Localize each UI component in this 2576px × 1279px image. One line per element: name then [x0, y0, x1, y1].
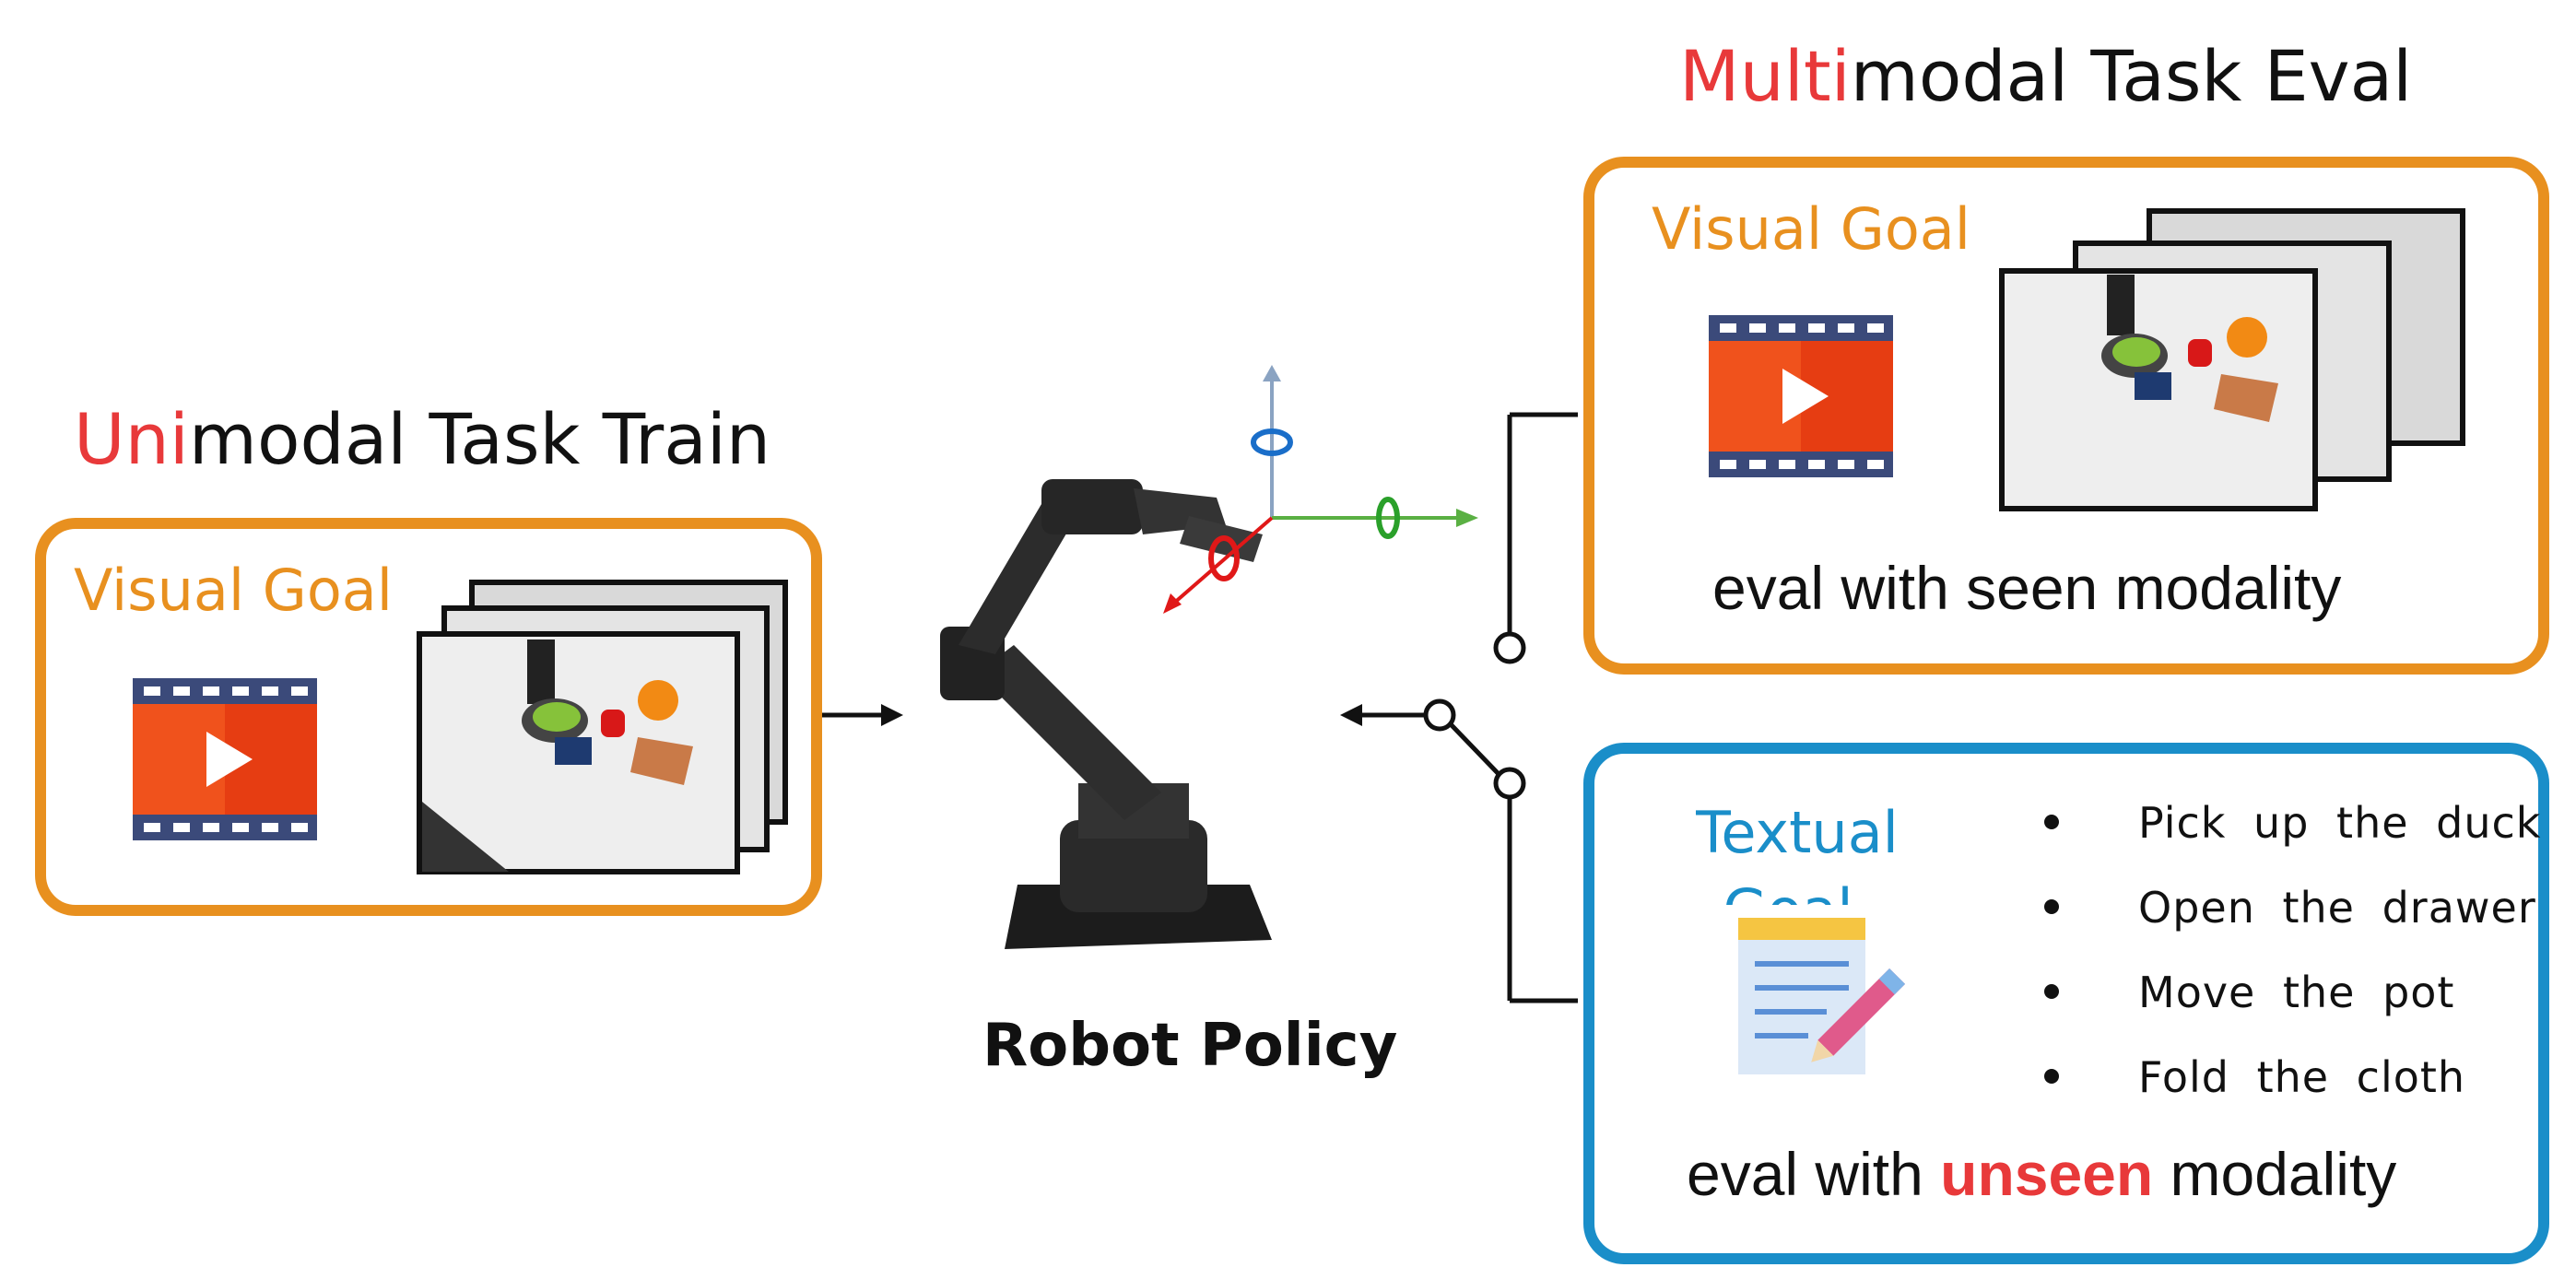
eval-title-rest: modal Task Eval [1850, 35, 2413, 117]
video-play-icon [1709, 315, 1893, 477]
eval-visual-goal-label: Visual Goal [1652, 195, 1970, 263]
task-item-1: Open the drawer [2138, 883, 2536, 933]
unseen-prefix: eval with [1687, 1140, 1941, 1208]
unseen-suffix: modality [2153, 1140, 2397, 1208]
eval-title: Multimodal Task Eval [1679, 35, 2412, 117]
task-item-0: Pick up the duck [2138, 798, 2542, 848]
video-play-icon [133, 678, 317, 840]
train-visual-goal-label: Visual Goal [74, 557, 393, 624]
eval-goal-frames [1996, 208, 2476, 512]
textual-goal-label-clip: Textual Goal [1696, 794, 1935, 905]
eval-seen-text: eval with seen modality [1712, 554, 2342, 622]
unseen-highlight: unseen [1940, 1140, 2154, 1208]
robot-policy-label: Robot Policy [982, 1012, 1398, 1080]
task-item-2: Move the pot [2138, 968, 2455, 1017]
train-title-rest: modal Task Train [188, 398, 771, 480]
textual-goal-label: Textual Goal [1696, 799, 1899, 905]
rotation-axes-icon [1152, 365, 1484, 632]
task-item-3: Fold the cloth [2138, 1052, 2466, 1102]
train-goal-frames [417, 580, 794, 875]
task-bullet [2044, 815, 2059, 829]
eval-title-highlight: Multi [1679, 35, 1851, 117]
robot-arm-icon [922, 461, 1346, 977]
notepad-pencil-icon [1735, 918, 1906, 1078]
train-title-highlight: Uni [74, 398, 189, 480]
task-bullet [2044, 984, 2059, 999]
task-bullet [2044, 1069, 2059, 1084]
train-title: Unimodal Task Train [74, 398, 770, 480]
eval-unseen-text: eval with unseen modality [1687, 1139, 2396, 1209]
task-bullet [2044, 899, 2059, 914]
